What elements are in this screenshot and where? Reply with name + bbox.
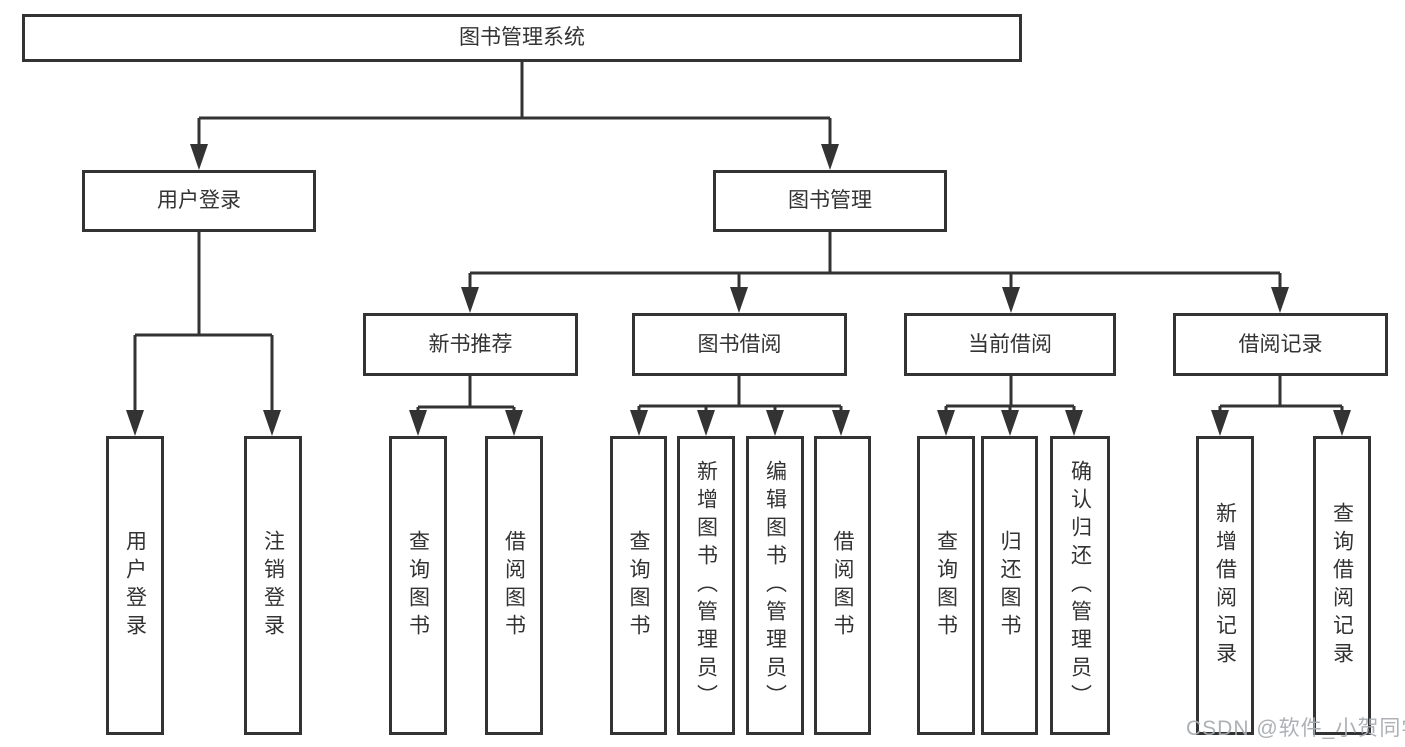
node-label: 确认归还（管理员） [1068,459,1092,712]
node-label: 当前借阅 [968,332,1052,356]
node-label: 新增借阅记录 [1213,501,1237,670]
node-leaf-add-borrow-record: 新增借阅记录 [1196,436,1254,735]
node-leaf-query-books-2: 查询图书 [610,436,667,735]
node-leaf-query-books-1: 查询图书 [389,436,447,735]
csdn-watermark: CSDN @软件_小贺同学 [1186,717,1405,740]
node-leaf-confirm-return-admin: 确认归还（管理员） [1050,436,1110,735]
node-leaf-add-books-admin: 新增图书（管理员） [677,436,735,735]
node-label: 用户登录 [123,529,147,642]
node-label: 编辑图书（管理员） [763,459,787,712]
node-label: 图书管理系统 [459,26,585,50]
node-leaf-user-login: 用户登录 [106,436,164,735]
node-user-login-group: 用户登录 [82,170,316,232]
node-borrowing-records: 借阅记录 [1173,313,1388,376]
node-label: 注销登录 [261,529,285,642]
node-label: 新书推荐 [428,332,513,356]
node-leaf-query-books-3: 查询图书 [917,436,975,735]
node-label: 查询借阅记录 [1330,501,1354,670]
node-label: 归还图书 [998,529,1021,642]
node-label: 用户登录 [157,189,241,213]
node-label: 借阅图书 [831,529,854,642]
node-label: 借阅图书 [502,529,526,642]
node-new-book-recommend: 新书推荐 [363,313,578,376]
node-root: 图书管理系统 [22,14,1022,62]
node-label: 查询图书 [406,529,430,642]
node-book-borrowing: 图书借阅 [632,313,847,376]
node-leaf-edit-books-admin: 编辑图书（管理员） [746,436,804,735]
node-label: 借阅记录 [1238,332,1323,356]
node-leaf-borrow-books-2: 借阅图书 [814,436,871,735]
node-book-management: 图书管理 [713,170,947,232]
arrowheads [126,144,1351,436]
node-label: 图书借阅 [697,332,782,356]
node-leaf-return-books: 归还图书 [981,436,1038,735]
node-label: 图书管理 [788,189,872,213]
node-leaf-borrow-books-1: 借阅图书 [485,436,543,735]
node-leaf-query-borrow-record: 查询借阅记录 [1313,436,1371,735]
node-current-borrowing: 当前借阅 [904,313,1116,376]
node-label: 查询图书 [627,529,650,642]
node-label: 新增图书（管理员） [694,459,718,712]
node-leaf-logout: 注销登录 [244,436,302,735]
node-label: 查询图书 [934,529,958,642]
